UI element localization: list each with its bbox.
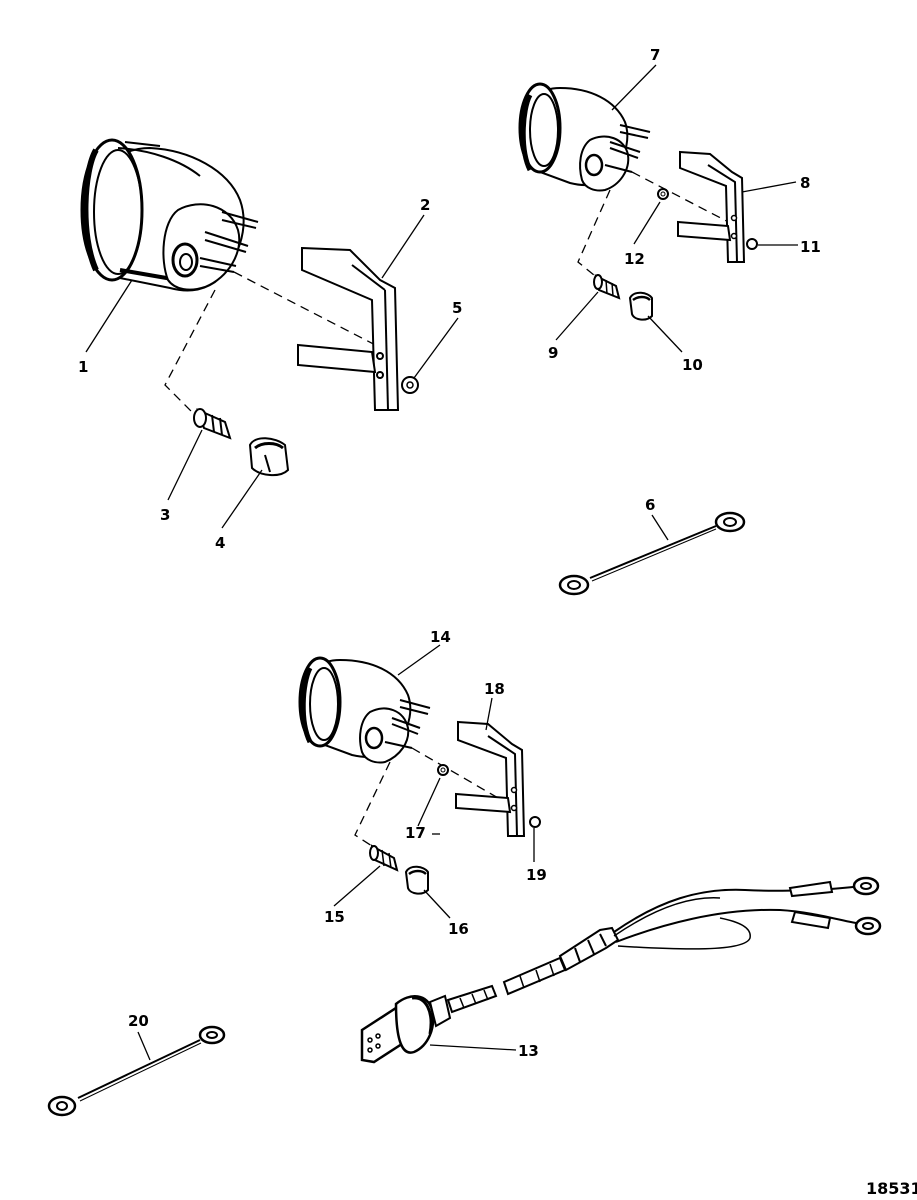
callout-4: 4 — [215, 534, 225, 552]
callout-9: 9 — [548, 344, 558, 362]
callout-13: 13 — [518, 1042, 539, 1060]
bracket-2 — [297, 246, 400, 411]
gauge-7 — [518, 82, 651, 192]
ground-lead-20 — [47, 1025, 226, 1117]
knob-4 — [248, 437, 290, 476]
callout-19: 19 — [526, 866, 547, 884]
alignment-line — [354, 761, 391, 851]
callout-14: 14 — [430, 628, 451, 646]
callout-6: 6 — [645, 496, 655, 514]
callout-10: 10 — [682, 356, 703, 374]
callout-18: 18 — [484, 680, 505, 698]
callout-2: 2 — [420, 196, 430, 214]
alignment-line — [631, 171, 741, 229]
callout-3: 3 — [160, 506, 170, 524]
callout-7: 7 — [650, 46, 660, 64]
knob-10 — [628, 291, 653, 321]
callout-20: 20 — [128, 1012, 149, 1030]
bracket-8 — [677, 150, 746, 263]
callout-17: 17 — [405, 824, 426, 842]
ground-lead-6 — [558, 511, 746, 596]
washer-12 — [657, 188, 669, 200]
callout-1: 1 — [78, 358, 88, 376]
alignment-line — [577, 189, 611, 281]
nut-5 — [401, 376, 419, 394]
knob-16 — [404, 865, 429, 895]
washer-17 — [437, 764, 449, 776]
bulb-socket-15 — [369, 844, 399, 872]
alignment-line — [164, 289, 216, 421]
alignment-line — [233, 271, 386, 351]
callout-5: 5 — [452, 299, 462, 317]
gauge-14 — [298, 656, 431, 764]
callout-12: 12 — [624, 250, 645, 268]
bulb-socket-3 — [193, 408, 232, 440]
nut-19 — [529, 816, 541, 828]
gauge-1 — [80, 138, 259, 292]
callout-labels: 1 2 3 4 5 6 7 8 9 10 11 12 13 14 15 16 1… — [78, 46, 821, 1060]
callout-11: 11 — [800, 238, 821, 256]
leader-lines — [85, 64, 798, 1061]
diagram-reference-number: 18531 — [866, 1179, 917, 1198]
callout-16: 16 — [448, 920, 469, 938]
nut-11 — [746, 238, 758, 250]
callout-8: 8 — [800, 174, 810, 192]
wiring-harness-13 — [360, 876, 882, 1064]
bracket-18 — [455, 720, 526, 837]
callout-15: 15 — [324, 908, 345, 926]
bulb-socket-9 — [593, 274, 621, 300]
